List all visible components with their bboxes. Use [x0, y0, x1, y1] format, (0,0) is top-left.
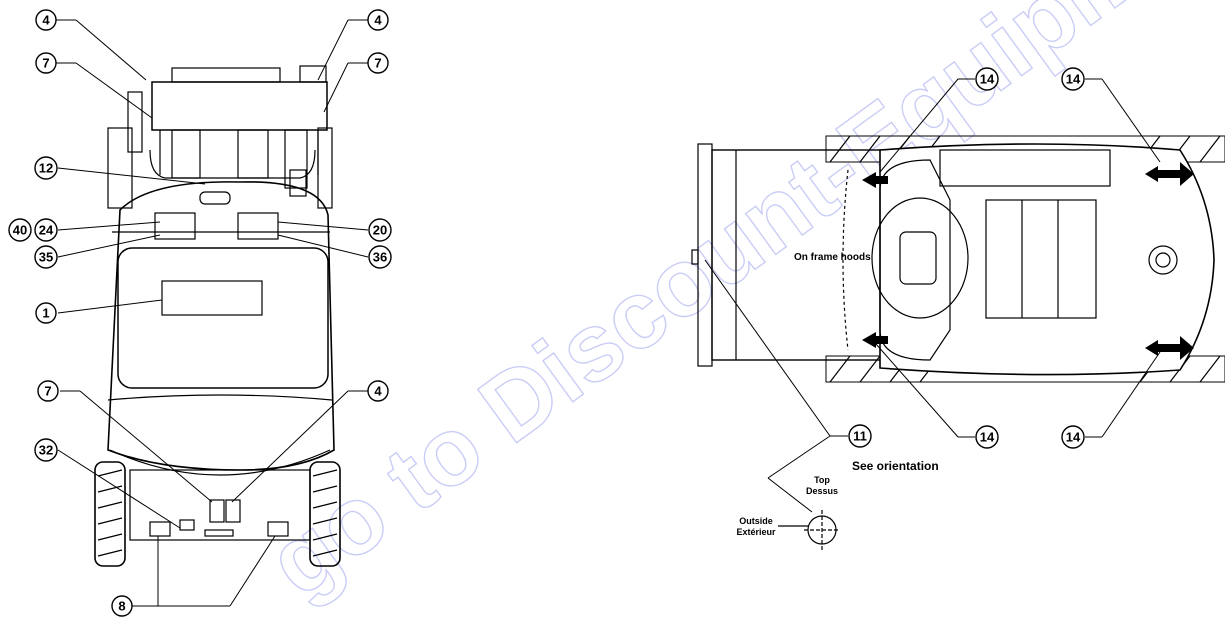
dessus-label: Dessus [806, 486, 838, 496]
callout-number: 35 [39, 250, 53, 265]
top-view-truck [691, 135, 1225, 383]
callout-number: 11 [853, 429, 867, 444]
callout-number: 14 [980, 72, 995, 87]
callout-4-lower: 4 [367, 380, 389, 402]
callout-number: 7 [42, 56, 49, 71]
see-orientation-label: See orientation [852, 459, 939, 473]
front-leader-lines [56, 19, 369, 607]
frame-hoods-label: On frame hoods [794, 252, 871, 263]
callout-number: 36 [373, 250, 387, 265]
callout-24: 24 [34, 218, 58, 242]
callout-32: 32 [34, 438, 58, 462]
callout-number: 14 [1066, 72, 1081, 87]
callout-14-bottom-right: 14 [1061, 425, 1085, 449]
callout-40: 40 [8, 218, 32, 242]
callout-number: 1 [42, 306, 49, 321]
arrow-markers [862, 162, 1194, 360]
callout-4-top-right: 4 [367, 9, 389, 31]
callout-number: 24 [39, 223, 54, 238]
callout-7-left: 7 [35, 52, 57, 74]
callout-number: 40 [13, 223, 27, 238]
exterieur-label: Extérieur [736, 527, 776, 537]
callout-number: 8 [118, 599, 125, 614]
callout-number: 32 [39, 443, 53, 458]
top-label: Top [814, 475, 830, 485]
callout-number: 7 [374, 56, 381, 71]
callout-4-top-left: 4 [35, 9, 57, 31]
callout-number: 4 [42, 13, 50, 28]
top-leader-lines [704, 78, 1161, 513]
callout-number: 14 [980, 430, 995, 445]
callout-1: 1 [35, 302, 57, 324]
front-view-truck [94, 65, 341, 567]
callout-11: 11 [848, 424, 872, 448]
callout-14-top-right: 14 [1061, 67, 1085, 91]
callout-number: 7 [44, 384, 51, 399]
callout-20: 20 [368, 218, 392, 242]
callout-35: 35 [34, 245, 58, 269]
callout-8: 8 [111, 595, 133, 617]
callout-14-top-left: 14 [975, 67, 999, 91]
callout-12: 12 [34, 156, 58, 180]
callout-7-right: 7 [367, 52, 389, 74]
callout-number: 12 [39, 161, 53, 176]
callout-36: 36 [368, 245, 392, 269]
callout-14-bottom-left: 14 [975, 425, 999, 449]
outside-label: Outside [739, 516, 773, 526]
callout-number: 4 [374, 13, 382, 28]
orientation-symbol [778, 510, 840, 552]
callout-7-lower: 7 [37, 380, 59, 402]
callout-number: 14 [1066, 430, 1081, 445]
callout-number: 4 [374, 384, 382, 399]
callout-number: 20 [373, 223, 387, 238]
